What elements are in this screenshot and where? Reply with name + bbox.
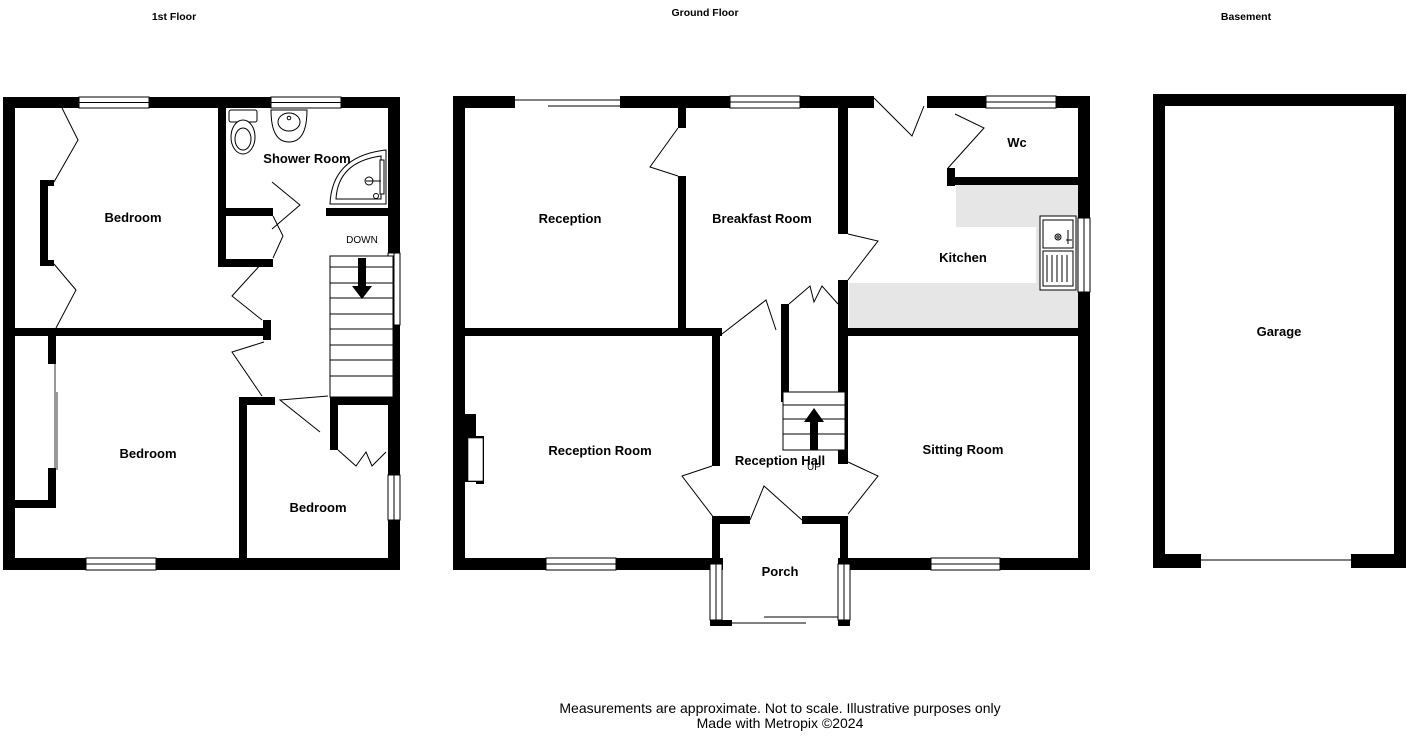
room-label-reception: Reception <box>539 211 602 226</box>
room-label-bedroom-b: Bedroom <box>119 446 176 461</box>
fireplace-icon <box>465 414 484 484</box>
first-floor-plan: DOWN Bedroom Shower Room Bedroom Bedroom <box>3 96 401 571</box>
shower-tray-icon <box>329 149 387 205</box>
room-label-kitchen: Kitchen <box>939 250 987 265</box>
room-label-wc: Wc <box>1007 135 1027 150</box>
room-label-bedroom-c: Bedroom <box>289 500 346 515</box>
footer: Measurements are approximate. Not to sca… <box>480 701 1080 731</box>
footer-credit: Made with Metropix ©2024 <box>696 715 864 731</box>
first-floor-doors <box>53 107 387 498</box>
stairs-down-arrow <box>352 258 372 299</box>
ground-floor-title: Ground Floor <box>671 7 738 19</box>
stairs-down: DOWN <box>329 235 394 398</box>
footer-disclaimer: Measurements are approximate. Not to sca… <box>559 700 1001 716</box>
basement-plan: Garage <box>1153 94 1406 568</box>
basin-icon <box>270 109 308 143</box>
ground-floor-doors <box>649 97 985 521</box>
toilet-icon <box>228 109 258 155</box>
basement-title: Basement <box>1221 11 1272 23</box>
stairs-up-arrow <box>804 408 824 450</box>
room-label-porch: Porch <box>762 564 799 579</box>
garage-walls <box>1153 94 1406 568</box>
room-label-breakfast-room: Breakfast Room <box>712 211 812 226</box>
sliding-doors <box>515 99 838 624</box>
ground-floor-plan: UP Reception Breakfast Room Wc Kitchen R… <box>453 95 1091 626</box>
kitchen-worktops <box>849 185 1078 328</box>
stairs-up-label: UP <box>807 462 821 473</box>
ground-floor-windows <box>545 95 1091 621</box>
room-label-bedroom-a: Bedroom <box>104 210 161 225</box>
stairs-down-label: DOWN <box>346 235 378 246</box>
first-floor-title: 1st Floor <box>152 11 196 23</box>
room-label-shower-room: Shower Room <box>263 151 350 166</box>
ground-floor-walls <box>453 96 1090 626</box>
room-label-garage: Garage <box>1257 324 1302 339</box>
sink-icon <box>1039 215 1077 291</box>
room-label-reception-hall: Reception Hall <box>735 453 825 468</box>
room-label-reception-room: Reception Room <box>548 443 651 458</box>
room-label-sitting-room: Sitting Room <box>923 442 1004 457</box>
stairs-up: UP <box>782 391 846 473</box>
